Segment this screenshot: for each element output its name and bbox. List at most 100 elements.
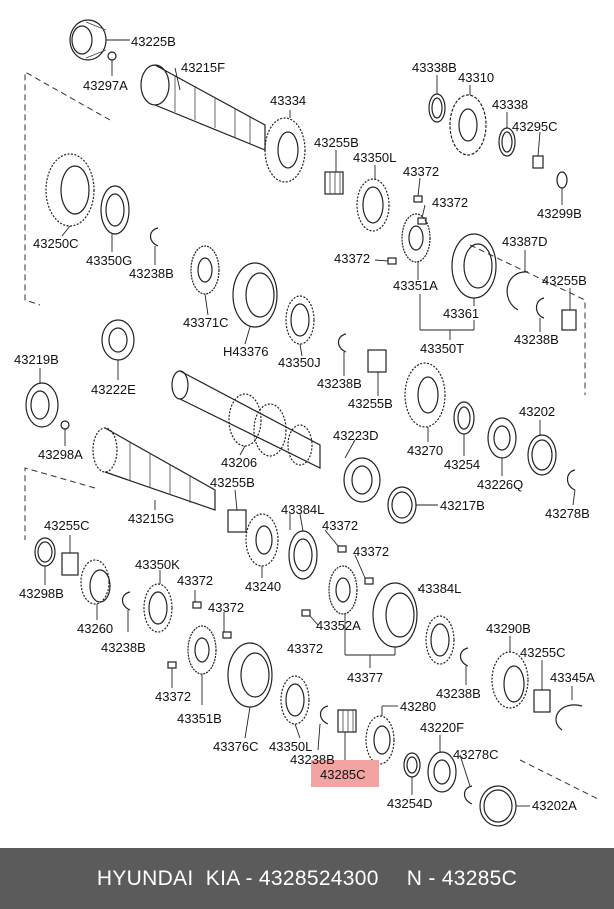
part-gear-43290B <box>491 651 529 709</box>
part-key-43372-e <box>364 577 374 585</box>
label-43351A: 43351A <box>393 278 438 293</box>
part-washer-43299B <box>556 171 568 189</box>
label-43350J: 43350J <box>278 355 321 370</box>
label-43350K: 43350K <box>135 557 180 572</box>
part-snapring-43238B-f <box>319 705 329 725</box>
label-43240: 43240 <box>245 579 281 594</box>
label-43255B-a: 43255B <box>314 135 359 150</box>
part-snapring-43238B-e <box>459 647 469 667</box>
part-key-43372-g <box>222 631 232 639</box>
footer-reference-number: N - 43285C <box>406 866 518 890</box>
part-sleeve-H43376 <box>232 262 278 328</box>
part-bearing-43255C-b <box>533 689 551 713</box>
part-shaft-43215G <box>92 427 216 511</box>
label-43372-c: 43372 <box>334 251 370 266</box>
label-43238B-a: 43238B <box>129 266 174 281</box>
label-43255B-c: 43255B <box>348 396 393 411</box>
part-hub-43352A <box>328 565 358 615</box>
label-43270: 43270 <box>407 443 443 458</box>
label-43206: 43206 <box>221 455 257 470</box>
label-43384L-b: 43384L <box>418 581 461 596</box>
part-bearing-43222E <box>101 319 135 361</box>
label-43350L-b: 43350L <box>269 739 312 754</box>
label-43250C: 43250C <box>33 236 79 251</box>
label-H43376: H43376 <box>223 344 269 359</box>
part-ring-43350J <box>285 295 315 345</box>
part-ring-43217B <box>387 486 417 524</box>
part-bearing-43295C <box>532 155 544 169</box>
part-hub-43351B <box>187 625 217 675</box>
label-43295C: 43295C <box>512 119 558 134</box>
part-gear-43260 <box>80 559 111 605</box>
label-43310: 43310 <box>458 70 494 85</box>
label-43377: 43377 <box>347 670 383 685</box>
label-43372-f: 43372 <box>177 573 213 588</box>
part-snapring-43278B <box>566 469 576 491</box>
part-clip-43345A <box>555 704 583 731</box>
part-shaft-43206 <box>171 370 321 469</box>
label-43222E: 43222E <box>91 382 136 397</box>
label-43350G: 43350G <box>86 253 132 268</box>
label-43255B-d: 43255B <box>210 475 255 490</box>
label-43297A: 43297A <box>83 78 128 93</box>
part-key-43372-c <box>387 257 397 265</box>
label-43285C: 43285C <box>320 767 366 782</box>
part-hub-43351A <box>401 213 431 263</box>
label-43334: 43334 <box>270 93 306 108</box>
label-43351B: 43351B <box>177 711 222 726</box>
label-43372-i: 43372 <box>155 689 191 704</box>
label-43215F: 43215F <box>181 60 225 75</box>
label-43278C: 43278C <box>453 747 499 762</box>
part-bearing-43219B <box>25 382 59 428</box>
label-43372-e: 43372 <box>353 544 389 559</box>
target-part-highlight <box>311 760 379 787</box>
label-43350T: 43350T <box>420 341 464 356</box>
label-43255B-b: 43255B <box>542 273 587 288</box>
part-key-43372-d <box>337 545 347 553</box>
part-plug-43297A <box>107 51 117 61</box>
part-clip-43387D <box>506 271 529 311</box>
part-sleeve-43377 <box>372 582 418 648</box>
label-43254D: 43254D <box>387 796 433 811</box>
footer-brand-part-number: HYUNDAI KIA - 4328524300 <box>96 866 379 890</box>
label-43372-g: 43372 <box>208 600 244 615</box>
label-43299B: 43299B <box>537 206 582 221</box>
part-key-43372-a <box>413 195 423 203</box>
label-43255C-b: 43255C <box>520 645 566 660</box>
label-43372-h: 43372 <box>287 641 323 656</box>
reference-lines <box>24 71 601 801</box>
label-43371C: 43371C <box>183 315 229 330</box>
label-43238B-b: 43238B <box>514 332 559 347</box>
part-ring-43384L-b <box>425 615 455 665</box>
label-43361: 43361 <box>443 306 479 321</box>
part-gear-43334 <box>264 117 306 183</box>
label-43255C-a: 43255C <box>44 518 90 533</box>
label-43225B: 43225B <box>131 34 176 49</box>
label-43338B: 43338B <box>412 60 457 75</box>
label-43278B: 43278B <box>545 506 590 521</box>
label-43290B: 43290B <box>486 621 531 636</box>
label-43372-d: 43372 <box>322 518 358 533</box>
label-43219B: 43219B <box>14 352 59 367</box>
part-number-footer: HYUNDAI KIA - 4328524300 N - 43285C <box>0 848 614 909</box>
part-washer-43254D <box>403 752 421 778</box>
label-43345A: 43345A <box>550 670 595 685</box>
label-43254-a: 43254 <box>444 457 480 472</box>
label-43376C: 43376C <box>213 739 259 754</box>
part-ring-43350G <box>100 185 130 235</box>
part-gear-43250C <box>45 153 95 227</box>
part-ring-43202 <box>527 434 557 476</box>
part-sleeve-43361 <box>451 233 497 299</box>
part-shaft-43215F <box>140 64 266 151</box>
label-43384L-a: 43384L <box>281 502 324 517</box>
part-bearing-43285C <box>337 709 357 733</box>
part-ring-43350K <box>143 583 173 633</box>
label-43298B: 43298B <box>19 586 64 601</box>
part-ring-43298B <box>34 537 56 567</box>
label-43352A: 43352A <box>316 618 361 633</box>
part-snapring-43238B-a <box>149 227 159 247</box>
label-43202A: 43202A <box>532 798 577 813</box>
label-43372-b: 43372 <box>432 195 468 210</box>
part-bearing-43226Q <box>487 417 517 459</box>
part-ring-43338B <box>428 93 446 123</box>
